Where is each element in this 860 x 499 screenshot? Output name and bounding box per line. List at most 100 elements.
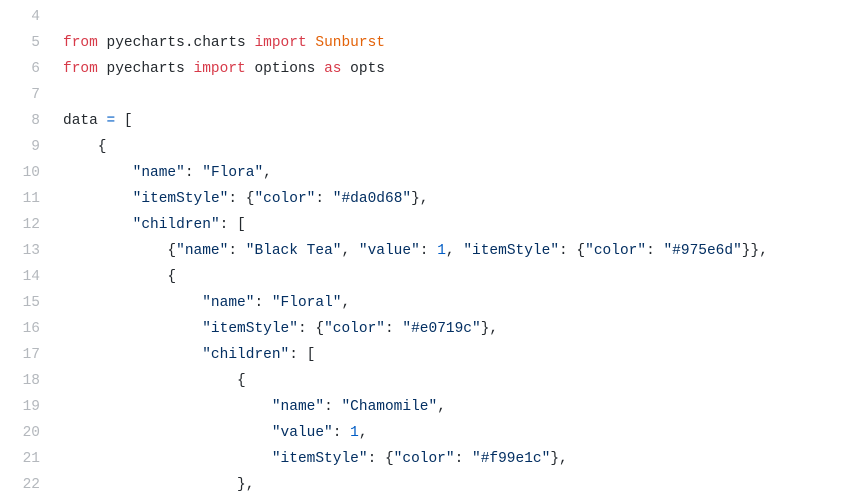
code-text: { — [63, 139, 107, 155]
code-line: 11 "itemStyle": {"color": "#da0d68"}, — [0, 186, 860, 212]
code-text: : { — [228, 191, 255, 207]
line-number: 7 — [31, 87, 40, 103]
code-text — [63, 399, 272, 415]
string-token: "Black Tea" — [245, 243, 342, 259]
line-code: { — [40, 368, 860, 394]
string-token: "#da0d68" — [332, 191, 412, 207]
line-code: from pyecharts import options as opts — [40, 56, 860, 82]
keyword-token: from — [63, 35, 98, 51]
string-token: "name" — [132, 165, 185, 181]
code-line: 12 "children": [ — [0, 212, 860, 238]
line-number: 18 — [22, 373, 40, 389]
line-number: 22 — [22, 477, 40, 493]
keyword-token: as — [324, 61, 342, 77]
code-text: }, — [411, 191, 429, 207]
code-text: : — [254, 295, 272, 311]
code-text: : { — [297, 321, 325, 337]
line-number: 6 — [31, 61, 40, 77]
number-token: 1 — [437, 243, 446, 259]
string-token: "children" — [132, 217, 220, 233]
string-token: "value" — [271, 425, 333, 441]
string-token: "name" — [176, 243, 229, 259]
code-text: : — [419, 243, 438, 259]
code-text: { — [63, 269, 177, 285]
code-text: , — [263, 165, 272, 181]
line-code: data = [ — [40, 108, 860, 134]
line-number: 4 — [31, 9, 40, 25]
string-token: "Floral" — [271, 295, 342, 311]
code-line: 7 — [0, 82, 860, 108]
code-text — [63, 295, 202, 311]
string-token: "itemStyle" — [202, 321, 298, 337]
string-token: "#975e6d" — [663, 243, 742, 259]
line-code: "name": "Flora", — [40, 160, 860, 186]
code-line: 10 "name": "Flora", — [0, 160, 860, 186]
code-text — [63, 451, 272, 467]
keyword-token: from — [63, 61, 98, 77]
line-code: "name": "Chamomile", — [40, 394, 860, 420]
line-code: "value": 1, — [40, 420, 860, 446]
code-text: : — [384, 321, 403, 337]
code-text: }}, — [741, 243, 768, 259]
code-text: pyecharts.charts — [97, 35, 255, 51]
code-text — [63, 165, 133, 181]
line-code: "itemStyle": {"color": "#e0719c"}, — [40, 316, 860, 342]
code-line: 4 — [0, 4, 860, 30]
code-line: 22 }, — [0, 472, 860, 498]
code-text: }, — [550, 451, 568, 467]
string-token: "color" — [393, 451, 455, 467]
line-number: 15 — [22, 295, 40, 311]
code-text: , — [341, 243, 359, 259]
code-text: : — [324, 399, 342, 415]
code-text: data — [63, 113, 107, 129]
line-code: "children": [ — [40, 342, 860, 368]
code-line: 18 { — [0, 368, 860, 394]
code-line: 21 "itemStyle": {"color": "#f99e1c"}, — [0, 446, 860, 472]
string-token: "itemStyle" — [463, 243, 560, 259]
line-number: 20 — [22, 425, 40, 441]
keyword-token: import — [193, 61, 246, 77]
string-token: "Chamomile" — [341, 399, 438, 415]
code-text: , — [341, 295, 351, 311]
string-token: "itemStyle" — [271, 451, 368, 467]
code-text: : { — [559, 243, 586, 259]
string-token: "value" — [358, 243, 420, 259]
line-number: 13 — [22, 243, 40, 259]
code-text — [63, 321, 202, 337]
code-text: : [ — [289, 347, 316, 363]
code-line: 13 {"name": "Black Tea", "value": 1, "it… — [0, 238, 860, 264]
class-name-token: Sunburst — [315, 35, 385, 51]
code-text: { — [63, 373, 246, 389]
string-token: "#e0719c" — [402, 321, 481, 337]
line-code: {"name": "Black Tea", "value": 1, "itemS… — [40, 238, 860, 264]
code-text: : — [184, 165, 203, 181]
line-number: 10 — [22, 165, 40, 181]
line-number: 14 — [22, 269, 40, 285]
code-text: , — [445, 243, 464, 259]
code-line: 9 { — [0, 134, 860, 160]
line-number: 12 — [22, 217, 40, 233]
string-token: "name" — [202, 295, 255, 311]
code-line: 14 { — [0, 264, 860, 290]
code-text — [63, 425, 272, 441]
line-number: 16 — [22, 321, 40, 337]
line-number: 8 — [31, 113, 40, 129]
line-code: from pyecharts.charts import Sunburst — [40, 30, 860, 56]
string-token: "name" — [271, 399, 325, 415]
code-text: : — [454, 451, 472, 467]
string-token: "#f99e1c" — [472, 451, 551, 467]
code-text: }, — [480, 321, 499, 337]
string-token: "color" — [324, 321, 385, 337]
line-number: 19 — [22, 399, 40, 415]
keyword-token: import — [254, 35, 307, 51]
string-token: "children" — [202, 347, 290, 363]
code-text — [63, 217, 133, 233]
code-text: options — [245, 61, 325, 77]
code-text: : — [646, 243, 664, 259]
line-code: "name": "Floral", — [40, 290, 860, 316]
code-text — [63, 347, 202, 363]
code-text: pyecharts — [97, 61, 194, 77]
